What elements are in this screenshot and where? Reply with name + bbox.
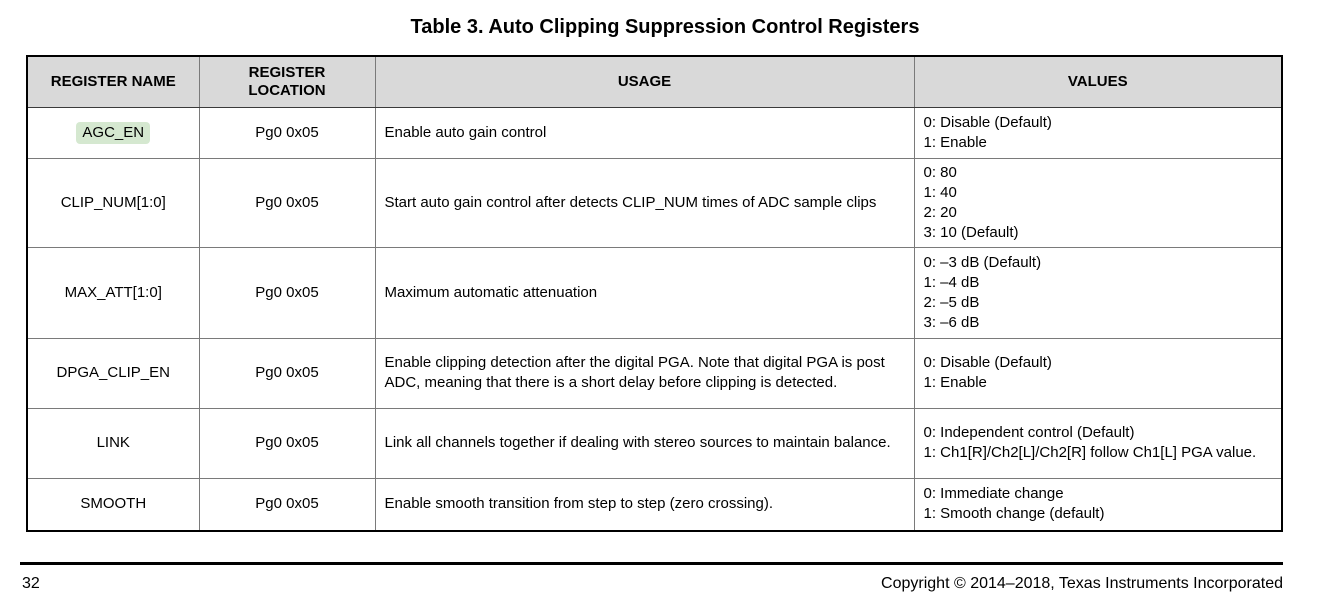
register-usage: Enable auto gain control bbox=[374, 106, 915, 159]
table-row: SMOOTH Pg0 0x05 Enable smooth transition… bbox=[26, 477, 1283, 532]
register-values: 0: –3 dB (Default) 1: –4 dB 2: –5 dB 3: … bbox=[913, 246, 1283, 339]
column-header-usage: USAGE bbox=[374, 55, 915, 108]
register-location: Pg0 0x05 bbox=[198, 477, 376, 532]
table-row: DPGA_CLIP_EN Pg0 0x05 Enable clipping de… bbox=[26, 337, 1283, 409]
register-values: 0: 80 1: 40 2: 20 3: 10 (Default) bbox=[913, 157, 1283, 248]
page-number: 32 bbox=[22, 575, 40, 592]
table-row: LINK Pg0 0x05 Link all channels together… bbox=[26, 407, 1283, 479]
register-usage: Enable smooth transition from step to st… bbox=[374, 477, 915, 532]
table-body: AGC_EN Pg0 0x05 Enable auto gain control… bbox=[26, 106, 1283, 532]
register-name: LINK bbox=[96, 434, 130, 451]
register-name: MAX_ATT[1:0] bbox=[64, 283, 162, 301]
footer-rule bbox=[20, 562, 1283, 565]
table-row: CLIP_NUM[1:0] Pg0 0x05 Start auto gain c… bbox=[26, 157, 1283, 248]
copyright: Copyright © 2014–2018, Texas Instruments… bbox=[881, 575, 1283, 592]
register-name: DPGA_CLIP_EN bbox=[56, 364, 170, 381]
register-values: 0: Disable (Default) 1: Enable bbox=[913, 106, 1283, 159]
register-name: SMOOTH bbox=[80, 495, 147, 513]
register-values: 0: Disable (Default) 1: Enable bbox=[913, 337, 1283, 409]
register-location: Pg0 0x05 bbox=[198, 106, 376, 159]
register-location: Pg0 0x05 bbox=[198, 407, 376, 479]
register-values: 0: Independent control (Default) 1: Ch1[… bbox=[913, 407, 1283, 479]
register-location: Pg0 0x05 bbox=[198, 157, 376, 248]
register-name: CLIP_NUM[1:0] bbox=[60, 193, 166, 211]
register-usage: Link all channels together if dealing wi… bbox=[374, 407, 915, 479]
table-row: AGC_EN Pg0 0x05 Enable auto gain control… bbox=[26, 106, 1283, 159]
column-header-register-location: REGISTER LOCATION bbox=[198, 55, 376, 108]
table-row: MAX_ATT[1:0] Pg0 0x05 Maximum automatic … bbox=[26, 246, 1283, 339]
column-header-values: VALUES bbox=[913, 55, 1283, 108]
table-title: Table 3. Auto Clipping Suppression Contr… bbox=[410, 16, 920, 38]
register-location: Pg0 0x05 bbox=[198, 246, 376, 339]
register-usage: Maximum automatic attenuation bbox=[374, 246, 915, 339]
footer: 32 Copyright © 2014–2018, Texas Instrume… bbox=[20, 572, 1283, 596]
column-header-register-name: REGISTER NAME bbox=[26, 55, 200, 108]
register-usage: Start auto gain control after detects CL… bbox=[374, 157, 915, 248]
register-name: AGC_EN bbox=[76, 121, 151, 144]
register-values: 0: Immediate change 1: Smooth change (de… bbox=[913, 477, 1283, 532]
register-location: Pg0 0x05 bbox=[198, 337, 376, 409]
register-usage: Enable clipping detection after the digi… bbox=[374, 337, 915, 409]
